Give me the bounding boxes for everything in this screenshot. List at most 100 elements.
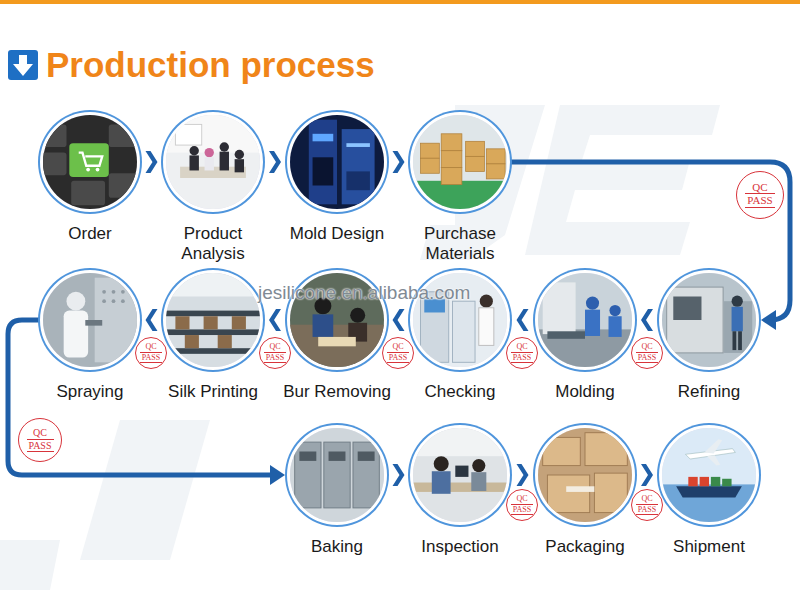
step-label: Silk Printing xyxy=(152,382,274,402)
step-photo xyxy=(287,425,387,525)
logo-watermark xyxy=(0,105,720,590)
process-step: Purchase Materials xyxy=(410,112,510,212)
step-illustration xyxy=(166,115,260,209)
step-label: Molding xyxy=(524,382,646,402)
stamp-text: QC xyxy=(752,182,767,194)
arrow-head xyxy=(146,309,158,331)
step-photo xyxy=(535,425,635,525)
step-photo xyxy=(410,425,510,525)
process-step: Spraying xyxy=(40,270,140,370)
connector-line xyxy=(510,320,535,321)
step-illustration xyxy=(290,115,384,209)
step-name: Product Analysis xyxy=(163,224,263,264)
step-illustration xyxy=(290,428,384,522)
stamp-text: QC xyxy=(392,343,403,351)
step-label: Product Analysis xyxy=(163,224,263,264)
qc-stamp: QCPASS xyxy=(259,337,291,369)
arrow-head xyxy=(517,309,529,331)
process-step: Molding xyxy=(535,270,635,370)
flow-arrow xyxy=(263,151,287,173)
step-label: Checking xyxy=(399,382,521,402)
step-label: Shipment xyxy=(648,537,770,557)
stamp-text: QC xyxy=(33,428,47,439)
arrow-head xyxy=(393,464,405,486)
step-photo xyxy=(40,270,140,370)
stamp-text: PASS xyxy=(27,439,54,453)
step-illustration xyxy=(166,273,260,367)
qc-stamp: QCPASS xyxy=(18,418,62,462)
step-label: Refining xyxy=(648,382,770,402)
stamp-text: PASS xyxy=(745,193,774,208)
arrow-head xyxy=(641,464,653,486)
arrow-head xyxy=(393,309,405,331)
title-icon xyxy=(8,50,38,80)
step-name: Silk Printing xyxy=(152,382,274,402)
stamp-text: QC xyxy=(641,495,652,503)
arrow-head xyxy=(641,309,653,331)
step-name: Purchase Materials xyxy=(410,224,510,264)
stamp-text: QC xyxy=(269,343,280,351)
step-illustration xyxy=(413,273,507,367)
step-illustration xyxy=(413,115,507,209)
process-step: Bur Removing xyxy=(287,270,387,370)
stamp-text: PASS xyxy=(140,352,162,363)
flow-arrow xyxy=(510,464,535,486)
step-name: Baking xyxy=(276,537,398,557)
flow-arrow xyxy=(635,309,659,331)
arrow-head xyxy=(761,310,776,330)
step-label: Inspection xyxy=(399,537,521,557)
connector-line xyxy=(387,475,410,476)
step-illustration xyxy=(43,115,137,209)
process-step: Order xyxy=(40,112,140,212)
stamp-text: QC xyxy=(516,343,527,351)
step-photo xyxy=(287,270,387,370)
step-illustration xyxy=(662,428,756,522)
stamp-text: QC xyxy=(641,343,652,351)
step-name: Refining xyxy=(648,382,770,402)
arrow-head xyxy=(393,151,405,173)
arrow-head xyxy=(269,309,281,331)
process-step: Inspection xyxy=(410,425,510,525)
step-label: Packaging xyxy=(524,537,646,557)
step-illustration xyxy=(290,273,384,367)
step-photo xyxy=(410,112,510,212)
step-photo xyxy=(40,112,140,212)
flow-arrow xyxy=(387,309,410,331)
step-illustration xyxy=(538,428,632,522)
step-name: Molding xyxy=(524,382,646,402)
top-rule xyxy=(0,0,800,4)
process-step: Packaging xyxy=(535,425,635,525)
step-photo xyxy=(535,270,635,370)
process-step: Checking xyxy=(410,270,510,370)
qc-stamp: QCPASS xyxy=(135,337,167,369)
step-photo xyxy=(659,425,759,525)
qc-stamp: QCPASS xyxy=(736,171,784,219)
connector-line xyxy=(387,162,410,163)
stamp-text: PASS xyxy=(387,352,409,363)
step-label: Order xyxy=(29,224,151,244)
step-photo xyxy=(163,270,263,370)
step-label: Purchase Materials xyxy=(410,224,510,264)
step-name: Order xyxy=(29,224,151,244)
process-step: Baking xyxy=(287,425,387,525)
step-label: Mold Design xyxy=(276,224,398,244)
qc-stamp: QCPASS xyxy=(506,337,538,369)
process-step: Silk Printing xyxy=(163,270,263,370)
stamp-text: PASS xyxy=(511,504,533,515)
step-label: Spraying xyxy=(29,382,151,402)
flow-arrow xyxy=(140,309,163,331)
qc-stamp: QCPASS xyxy=(631,337,663,369)
process-step: Mold Design xyxy=(287,112,387,212)
step-name: Mold Design xyxy=(276,224,398,244)
step-name: Inspection xyxy=(399,537,521,557)
step-name: Spraying xyxy=(29,382,151,402)
qc-stamp: QCPASS xyxy=(631,489,663,521)
flow-arrow xyxy=(140,151,163,173)
connector-line xyxy=(510,475,535,476)
step-illustration xyxy=(413,428,507,522)
connector-line xyxy=(140,320,163,321)
step-name: Checking xyxy=(399,382,521,402)
stamp-text: QC xyxy=(145,343,156,351)
